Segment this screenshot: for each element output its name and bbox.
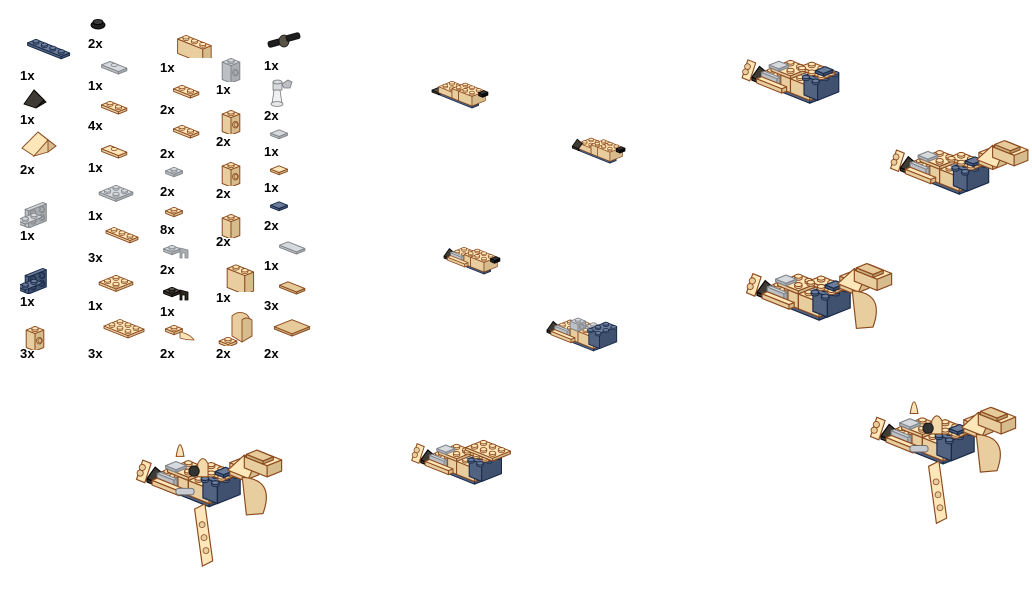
part-icon-bracket-1x2-2x2-lightgray <box>20 176 62 228</box>
part-icon-plate-2x2-lightgray <box>88 176 140 210</box>
part-icon-plate-1x2-tan <box>88 92 132 118</box>
part-quantity: 2x <box>160 184 175 199</box>
assembly-step-4 <box>512 290 624 378</box>
part-icon-brick-1x1-headlight-tan <box>216 96 246 134</box>
part-icon-plate-1x1-lightgray <box>160 160 188 182</box>
part-quantity: 1x <box>20 112 35 127</box>
part-quantity: 1x <box>160 60 175 75</box>
assembly-step-9 <box>834 378 1017 525</box>
part-icon-plate-1x3-tan <box>88 218 142 246</box>
part-quantity: 3x <box>20 346 35 361</box>
part-quantity: 1x <box>88 298 103 313</box>
part-icon-bracket-1x2-2x2-sandblue <box>20 242 62 294</box>
part-quantity: 2x <box>264 108 279 123</box>
part-quantity: 2x <box>216 346 231 361</box>
part-icon-slope-30-1x1-darkgray <box>20 86 50 112</box>
part-quantity: 3x <box>88 250 103 265</box>
assembly-step-8 <box>380 416 512 512</box>
part-quantity: 1x <box>20 294 35 309</box>
part-quantity: 2x <box>216 234 231 249</box>
part-icon-bar-holder-lightgray <box>264 74 298 108</box>
assembly-step-7 <box>710 236 893 360</box>
part-quantity: 1x <box>160 304 175 319</box>
part-icon-plate-1x2-rounded-tan-a <box>160 76 206 102</box>
part-icon-brick-1x1-headlight-lightgray <box>216 44 246 82</box>
part-quantity: 2x <box>88 36 103 51</box>
part-icon-technic-pin-connector-black <box>264 30 304 54</box>
part-icon-plate-2x2-tan <box>88 266 140 300</box>
part-quantity: 1x <box>88 208 103 223</box>
part-icon-jumper-1x2-lightgray <box>88 50 132 76</box>
part-icon-tile-1x1-lightgray <box>264 124 294 144</box>
part-quantity: 2x <box>160 262 175 277</box>
part-quantity: 2x <box>20 162 35 177</box>
part-quantity: 3x <box>264 298 279 313</box>
part-quantity: 2x <box>264 218 279 233</box>
part-icon-tile-1x2-lightgray <box>264 234 312 258</box>
assembly-step-1 <box>400 58 500 128</box>
part-icon-brick-1x3-tan <box>160 18 212 58</box>
part-icon-plate-1x2-rounded-tan-b <box>160 116 206 142</box>
part-quantity: 1x <box>20 68 35 83</box>
assembly-step-3 <box>412 224 512 294</box>
part-icon-tile-2x2-darktan <box>264 314 318 344</box>
part-quantity: 3x <box>88 346 103 361</box>
assembly-step-2 <box>536 116 642 182</box>
part-quantity: 1x <box>264 180 279 195</box>
part-icon-plate-2x3-tan <box>88 310 150 346</box>
part-icon-plate-clip-lightgray <box>160 238 194 262</box>
part-icon-tile-1x2-darktan <box>264 274 312 298</box>
part-icon-tile-1x1-sandblue <box>264 196 294 216</box>
part-quantity: 2x <box>264 346 279 361</box>
part-quantity: 2x <box>160 346 175 361</box>
part-quantity: 1x <box>88 160 103 175</box>
part-icon-slope-45-2x1-tan <box>20 128 60 158</box>
part-quantity: 8x <box>160 222 175 237</box>
part-icon-plate-1x4-sandblue <box>14 28 84 64</box>
part-quantity: 2x <box>216 134 231 149</box>
part-quantity: 1x <box>264 258 279 273</box>
part-icon-jumper-1x2-tan <box>88 134 132 160</box>
part-quantity: 1x <box>88 78 103 93</box>
assembly-step-6 <box>856 110 1029 238</box>
part-icon-plate-clip-darkgray <box>160 280 194 304</box>
part-icon-brick-1x1-stud-side-tan-b <box>216 148 246 186</box>
part-icon-round-plate-1x1-black <box>88 16 108 32</box>
part-quantity: 1x <box>264 144 279 159</box>
part-quantity: 4x <box>88 118 103 133</box>
part-icon-tile-1x1-tan <box>264 160 294 180</box>
part-icon-brick-1x1-tan <box>216 200 246 238</box>
part-quantity: 1x <box>264 58 279 73</box>
part-quantity: 2x <box>216 186 231 201</box>
part-icon-brick-1x1-stud-side-tan <box>20 312 50 350</box>
assembly-step-5 <box>708 28 848 136</box>
part-icon-plate-1x1-tan <box>160 200 188 222</box>
part-quantity: 1x <box>20 228 35 243</box>
part-quantity: 2x <box>160 146 175 161</box>
part-icon-brick-curved-1x1-tan <box>216 306 256 346</box>
assembly-step-10 <box>100 420 283 567</box>
part-quantity: 1x <box>216 82 231 97</box>
part-quantity: 1x <box>216 290 231 305</box>
part-icon-plate-tooth-tan <box>160 318 200 344</box>
part-icon-brick-1x2-tan <box>216 248 256 292</box>
part-quantity: 2x <box>160 102 175 117</box>
